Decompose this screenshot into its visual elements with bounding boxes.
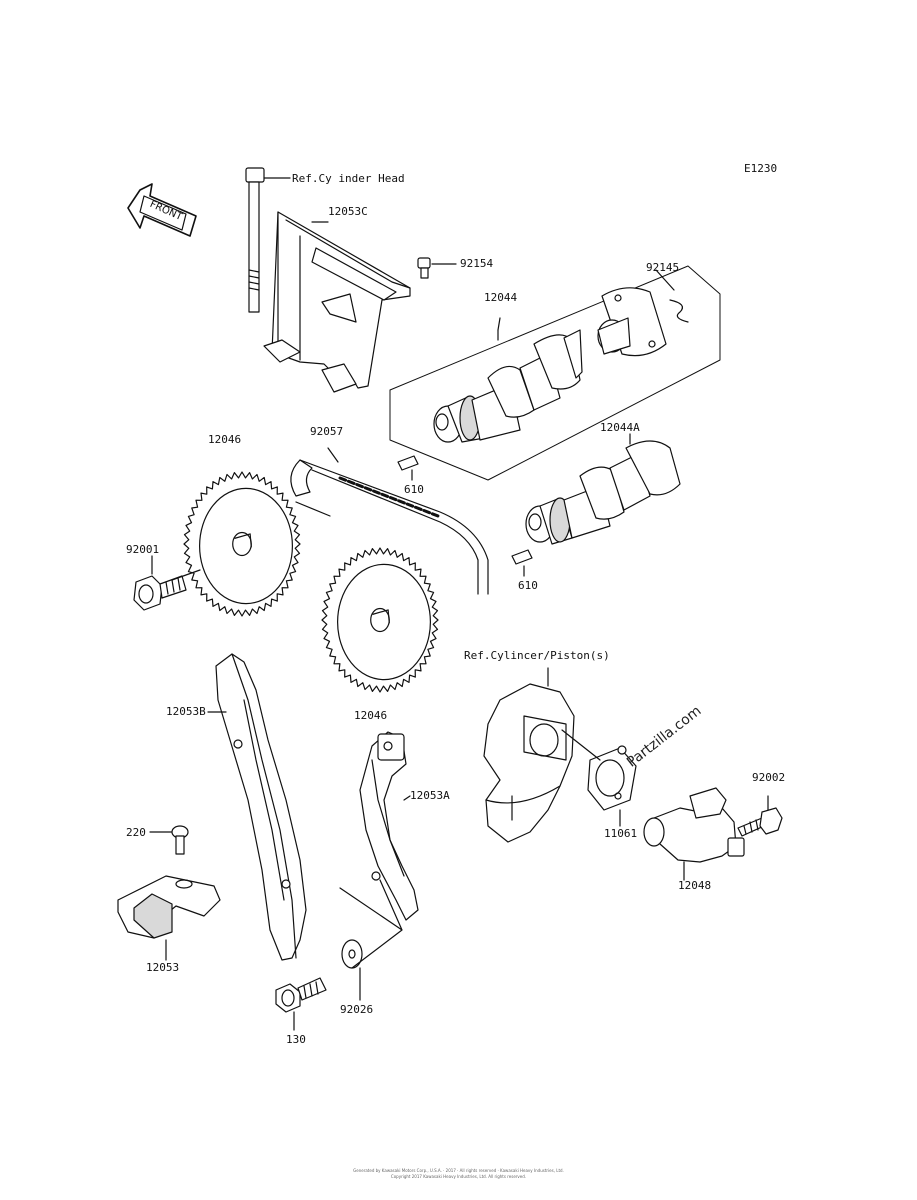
part-label-12053C: 12053C <box>328 205 368 218</box>
part-label-12046-upper: 12046 <box>208 433 242 446</box>
camshaft-12044A <box>525 433 681 545</box>
chain-guide-12053B <box>207 653 307 961</box>
dowel-pin-610-b <box>511 549 533 577</box>
part-label-130: 130 <box>286 1033 306 1046</box>
part-label-11061: 11061 <box>604 827 638 840</box>
part-label-92145: 92145 <box>646 261 680 274</box>
diagram-code: E1230 <box>744 162 778 175</box>
footer-line-2: Copyright 2017 Kawasaki Heavy Industries… <box>390 1174 527 1179</box>
bolt-92154 <box>417 257 457 279</box>
part-label-12048: 12048 <box>678 879 712 892</box>
part-label-92001: 92001 <box>126 543 160 556</box>
gasket-11061 <box>561 729 637 827</box>
bolt-130 <box>275 977 327 1031</box>
chain-guide-12053A <box>359 731 419 921</box>
camshaft-holder-92145 <box>597 269 689 357</box>
camshaft-group-outline <box>389 265 721 481</box>
sprocket-12046-upper <box>183 471 301 617</box>
part-label-610-a: 610 <box>404 483 424 496</box>
dowel-pin-610-a <box>397 455 419 481</box>
part-label-92026: 92026 <box>340 1003 374 1016</box>
part-label-92154: 92154 <box>460 257 494 270</box>
part-label-92057: 92057 <box>310 425 344 438</box>
part-label-12053A: 12053A <box>410 789 450 802</box>
footer-line-1: Generated by Kawasaki Motors Corp., U.S.… <box>353 1168 564 1173</box>
cam-chain-92057 <box>290 447 489 595</box>
chain-tensioner-12048 <box>643 787 745 881</box>
part-label-12044: 12044 <box>484 291 518 304</box>
part-label-12053: 12053 <box>146 961 180 974</box>
part-label-220: 220 <box>126 826 146 839</box>
chain-guide-12053C <box>263 211 411 393</box>
ref-cylinder-piston-label: Ref.Cylincer/Piston(s) <box>464 649 610 662</box>
cylinder-reference-part <box>483 667 575 843</box>
camshaft-12044 <box>433 317 583 443</box>
washer-92026 <box>339 879 403 1001</box>
bolt-92001 <box>133 555 201 611</box>
part-label-12044A: 12044A <box>600 421 640 434</box>
guide-block-12053 <box>117 875 221 961</box>
front-arrow-icon: FRONT <box>127 183 197 237</box>
sprocket-12046-lower <box>321 547 439 693</box>
part-label-92002: 92002 <box>752 771 786 784</box>
part-label-12053B: 12053B <box>166 705 206 718</box>
bolt-92002 <box>737 795 783 837</box>
ref-cylinder-head-label: Ref.Cy inder Head <box>292 172 405 185</box>
screw-220 <box>149 825 189 855</box>
cylinder-head-bolt <box>245 167 291 313</box>
part-label-12046-lower: 12046 <box>354 709 388 722</box>
part-label-610-b: 610 <box>518 579 538 592</box>
